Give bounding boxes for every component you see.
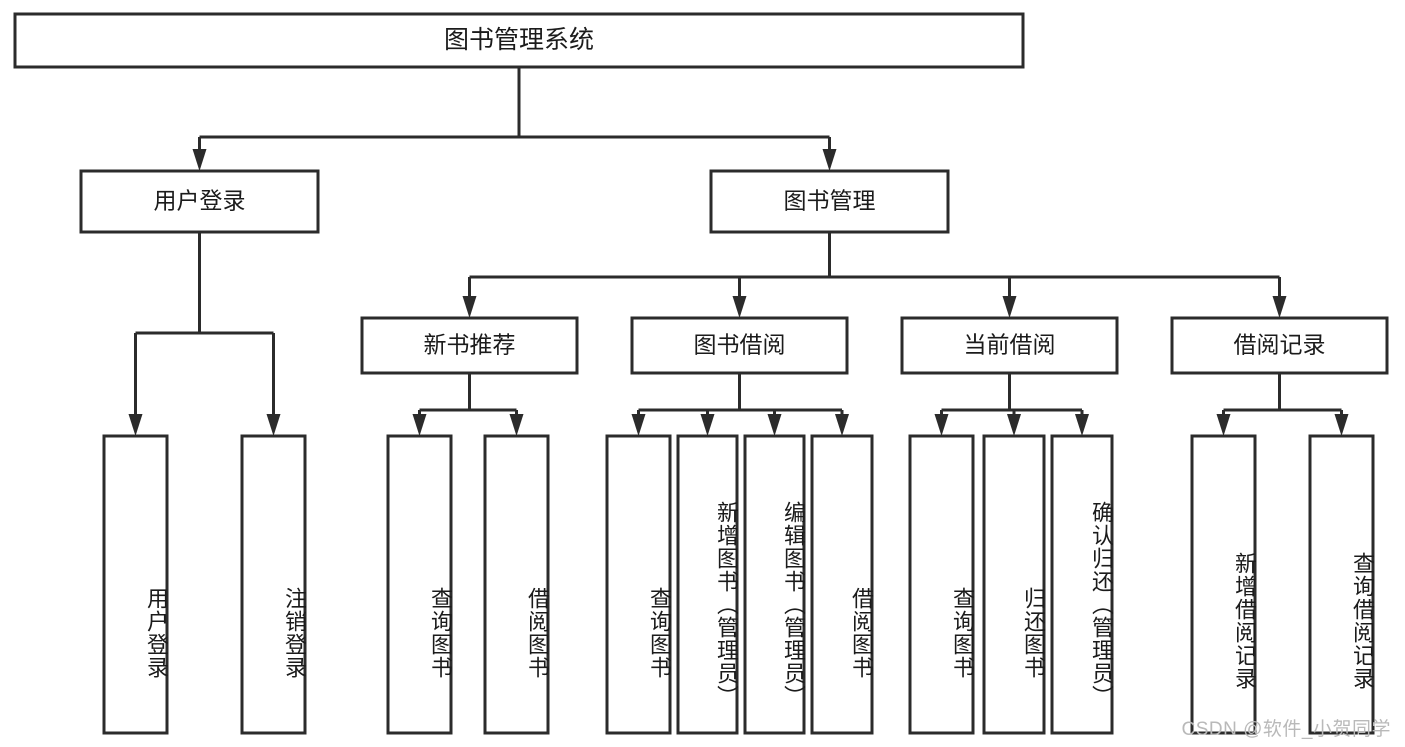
node-box-book-borrow[interactable] <box>630 316 849 375</box>
node-leaf-query-book-1[interactable] <box>386 434 453 735</box>
node-box-new-book-recommend[interactable] <box>360 316 579 375</box>
node-leaf-user-logout[interactable] <box>240 434 307 735</box>
arrow-bookmanage-to-borrow-record <box>1272 296 1287 318</box>
node-root[interactable]: 图书管理系统 <box>13 12 1025 69</box>
arrow-current-borrow-to-leaf-return-book <box>1007 414 1021 436</box>
node-current-borrow[interactable]: 当前借阅 <box>900 316 1119 375</box>
node-label-book-manage: 图书管理 <box>784 188 876 214</box>
node-book-borrow[interactable]: 图书借阅 <box>630 316 849 375</box>
arrow-borrow-record-to-leaf-query-record <box>1334 414 1349 436</box>
node-label-borrow-record: 借阅记录 <box>1234 332 1326 358</box>
node-label-book-borrow: 图书借阅 <box>694 332 786 358</box>
node-box-book-manage[interactable] <box>709 169 950 234</box>
arrow-bookmanage-to-new-book-recommend <box>462 296 477 318</box>
arrow-current-borrow-to-leaf-confirm-return <box>1075 414 1089 436</box>
node-box-leaf-return-book[interactable] <box>982 434 1046 735</box>
node-box-leaf-query-book-3[interactable] <box>908 434 975 735</box>
node-leaf-query-book-2[interactable] <box>605 434 672 735</box>
node-box-leaf-query-record[interactable] <box>1308 434 1375 735</box>
arrow-borrow-record-to-leaf-add-record <box>1216 414 1231 436</box>
node-user-login[interactable]: 用户登录 <box>79 169 320 234</box>
connector-layer <box>128 67 1349 436</box>
node-book-manage[interactable]: 图书管理 <box>709 169 950 234</box>
node-box-current-borrow[interactable] <box>900 316 1119 375</box>
node-box-leaf-user-logout[interactable] <box>240 434 307 735</box>
node-label-current-borrow: 当前借阅 <box>964 332 1056 358</box>
node-label-user-login: 用户登录 <box>154 188 246 214</box>
arrow-root-to-book-manage <box>822 149 837 171</box>
node-box-leaf-edit-book[interactable] <box>743 434 806 735</box>
node-box-root[interactable] <box>13 12 1025 69</box>
node-leaf-borrow-book-1[interactable] <box>483 434 550 735</box>
arrow-current-borrow-to-leaf-query-book-3 <box>934 414 949 436</box>
arrow-userlogin-to-leaf-user-logout <box>266 414 281 436</box>
node-borrow-record[interactable]: 借阅记录 <box>1170 316 1389 375</box>
node-box-leaf-add-book[interactable] <box>676 434 739 735</box>
node-leaf-query-book-3[interactable] <box>908 434 975 735</box>
node-leaf-add-book[interactable] <box>676 434 739 735</box>
node-box-leaf-borrow-book-1[interactable] <box>483 434 550 735</box>
node-box-user-login[interactable] <box>79 169 320 234</box>
arrow-userlogin-to-leaf-user-login <box>128 414 143 436</box>
arrow-root-to-user-login <box>192 149 207 171</box>
arrow-new-book-recommend-to-leaf-borrow-book-1 <box>509 414 524 436</box>
node-leaf-user-login[interactable] <box>102 434 169 735</box>
arrow-book-borrow-to-leaf-query-book-2 <box>631 414 646 436</box>
node-box-leaf-borrow-book-2[interactable] <box>810 434 874 735</box>
node-box-leaf-query-book-2[interactable] <box>605 434 672 735</box>
arrow-new-book-recommend-to-leaf-query-book-1 <box>412 414 427 436</box>
node-box-leaf-user-login[interactable] <box>102 434 169 735</box>
node-label-new-book-recommend: 新书推荐 <box>424 332 516 358</box>
node-leaf-return-book[interactable] <box>982 434 1046 735</box>
arrow-bookmanage-to-current-borrow <box>1002 296 1017 318</box>
node-leaf-borrow-book-2[interactable] <box>810 434 874 735</box>
node-box-leaf-confirm-return[interactable] <box>1050 434 1114 735</box>
node-box-leaf-add-record[interactable] <box>1190 434 1257 735</box>
arrow-book-borrow-to-leaf-borrow-book-2 <box>835 414 849 436</box>
node-box-leaf-query-book-1[interactable] <box>386 434 453 735</box>
node-leaf-add-record[interactable] <box>1190 434 1257 735</box>
node-leaf-confirm-return[interactable] <box>1050 434 1114 735</box>
arrow-book-borrow-to-leaf-add-book <box>700 414 715 436</box>
csdn-watermark: CSDN @软件_小贺同学 <box>1181 719 1391 740</box>
node-leaf-edit-book[interactable] <box>743 434 806 735</box>
node-new-book-recommend[interactable]: 新书推荐 <box>360 316 579 375</box>
node-box-borrow-record[interactable] <box>1170 316 1389 375</box>
node-leaf-query-record[interactable] <box>1308 434 1375 735</box>
node-label-root: 图书管理系统 <box>444 26 594 54</box>
arrow-bookmanage-to-book-borrow <box>732 296 747 318</box>
arrow-book-borrow-to-leaf-edit-book <box>767 414 782 436</box>
